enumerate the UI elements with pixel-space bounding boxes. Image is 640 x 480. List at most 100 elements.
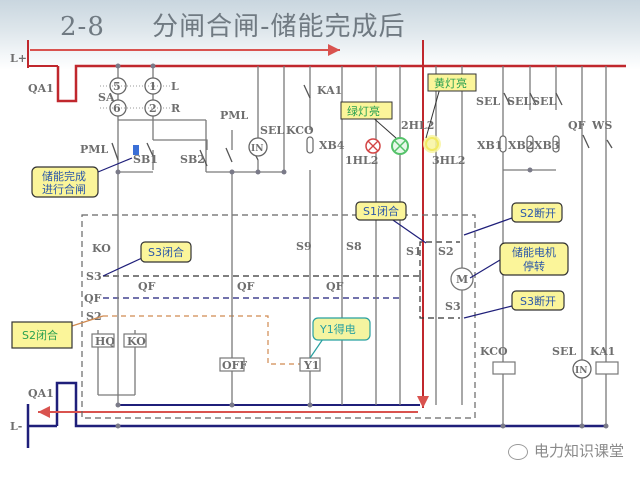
ko-coil-label: KO <box>127 335 146 348</box>
callout-s1-closed-text: S1闭合 <box>363 204 399 218</box>
callout-s3-closed: S3闭合 <box>102 241 192 277</box>
s3-right-linkage <box>419 276 460 319</box>
sb1-button-indicator <box>133 145 139 155</box>
in-meter-top <box>248 137 268 157</box>
qf-a-label: QF <box>138 280 156 293</box>
callout-s2-open-text: S2断开 <box>520 206 556 220</box>
sa-contact-5: 5 <box>113 80 121 93</box>
2hl2-label: 2HL2 <box>401 119 434 132</box>
in-meter-bottom-label: IN <box>575 366 587 376</box>
kco-top-label: KCO <box>286 124 314 137</box>
pml-left-label: PML <box>80 143 108 156</box>
callout-s2-open: S2断开 <box>463 202 563 236</box>
qa1-top-label: QA1 <box>28 82 54 95</box>
qf-c-label: QF <box>326 280 344 293</box>
callout-motor-stop-line2: 停转 <box>523 259 545 273</box>
mechanism-box <box>81 214 476 419</box>
pml-mid-label: PML <box>220 109 248 122</box>
positive-bus: L+ QA1 <box>10 40 626 103</box>
negative-bus-label: L- <box>10 420 22 433</box>
y1-coil: Y1 <box>299 357 321 372</box>
selector-switch-sa: 5 1 6 2 SA L R <box>98 77 181 117</box>
off-label: OFF <box>222 359 247 372</box>
callout-green-light: 绿灯亮 <box>340 101 397 139</box>
positive-bus-label: L+ <box>10 52 27 65</box>
s2-linkage <box>103 315 300 365</box>
xb2-label: XB2 <box>508 139 534 152</box>
1hl2-label: 1HL2 <box>345 154 378 167</box>
3hl2-label: 3HL2 <box>432 154 465 167</box>
sa-left-label: L <box>171 80 179 93</box>
motor-label: M <box>456 273 468 286</box>
s2-right-label: S2 <box>438 245 454 258</box>
s3-left-label: S3 <box>86 270 102 283</box>
xb1-label: XB1 <box>477 139 503 152</box>
qf-left-label: QF <box>84 292 102 305</box>
callout-energy-done-line2: 进行合闸 <box>42 182 86 196</box>
sa-contact-6: 6 <box>113 102 121 115</box>
ko-top-label: KO <box>92 242 111 255</box>
ka1-bottom-label: KA1 <box>590 345 615 358</box>
watermark-text: 电力知识课堂 <box>534 442 625 460</box>
callout-motor-stop-line1: 储能电机 <box>512 245 556 259</box>
callout-y1-energized: Y1得电 <box>309 317 371 359</box>
header-background <box>0 0 640 70</box>
xb-links <box>499 135 560 153</box>
in-meter-top-label: IN <box>251 144 263 154</box>
in-meter-bottom <box>572 359 592 379</box>
ka1-top-label: KA1 <box>317 84 342 97</box>
ko-coil: KO <box>123 333 147 348</box>
hq-coil: HQ <box>91 333 115 348</box>
wechat-icon <box>508 443 528 460</box>
callout-yellow-light: 黄灯亮 <box>425 73 477 139</box>
sel2-label: SEL <box>507 95 531 108</box>
xb4-label: XB4 <box>319 139 345 152</box>
sa-right-label: R <box>171 102 181 115</box>
negative-bus: L- QA1 <box>10 381 605 448</box>
sb1-label: SB1 <box>133 153 158 166</box>
callout-green-light-text: 绿灯亮 <box>347 104 380 118</box>
callout-motor-stop: 储能电机 停转 <box>469 242 569 279</box>
off-coil: OFF <box>219 357 247 372</box>
junction-dots <box>115 63 609 429</box>
callout-s1-closed: S1闭合 <box>355 201 427 244</box>
callout-s2-closed-text: S2闭合 <box>22 328 58 342</box>
title-text: 分闸合闸-储能完成后 <box>152 12 406 42</box>
callout-yellow-light-text: 黄灯亮 <box>434 76 467 90</box>
qa1-bottom-label: QA1 <box>28 387 54 400</box>
s3-right-label: S3 <box>445 300 461 313</box>
callout-y1-energized-text: Y1得电 <box>319 323 356 336</box>
sa-contact-1: 1 <box>149 80 157 93</box>
hq-label: HQ <box>95 335 115 348</box>
s9-label: S9 <box>296 240 312 253</box>
watermark: 电力知识课堂 <box>508 440 624 461</box>
sa-label: SA <box>98 91 115 104</box>
ka1-coil <box>595 361 619 375</box>
s8-label: S8 <box>346 240 362 253</box>
callout-s3-open-text: S3断开 <box>520 294 556 308</box>
callout-s2-closed: S2闭合 <box>11 315 104 349</box>
sa-contact-2: 2 <box>149 102 157 115</box>
ws-label: WS <box>591 119 612 132</box>
lamp-2hl2-green <box>391 137 409 155</box>
xb3-label: XB3 <box>534 139 560 152</box>
sel-in-label: SEL <box>260 124 284 137</box>
energy-storage-motor: M <box>450 267 474 291</box>
qf-b-label: QF <box>237 280 255 293</box>
s1-label: S1 <box>406 245 422 258</box>
title-number: 2-8 <box>60 12 105 42</box>
callout-energy-done: 储能完成 进行合闸 <box>31 157 133 198</box>
lamp-1hl2 <box>365 138 381 154</box>
page-title: 2-8 分闸合闸-储能完成后 <box>60 6 406 43</box>
kco-coil <box>492 361 516 375</box>
sb2-label: SB2 <box>180 153 205 166</box>
xb4-link <box>306 136 314 154</box>
sel3-label: SEL <box>532 95 556 108</box>
s1-s2-linkage <box>419 241 460 276</box>
callout-energy-done-line1: 储能完成 <box>42 169 86 183</box>
sel1-label: SEL <box>476 95 500 108</box>
qf-right-label: QF <box>568 119 586 132</box>
sel-bottom-label: SEL <box>552 345 576 358</box>
